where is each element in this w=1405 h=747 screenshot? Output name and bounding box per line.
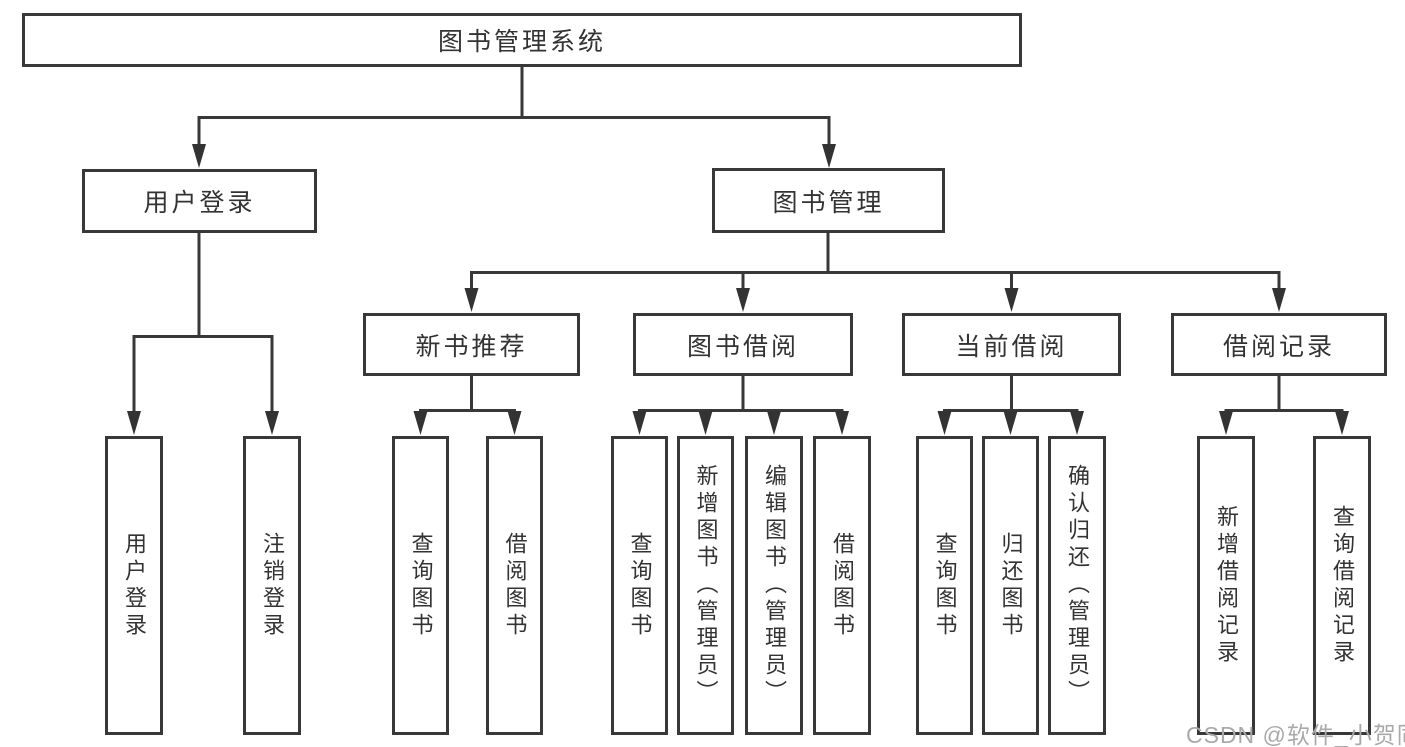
leaf-query-borrow-record: 查询借阅记录 [1313,436,1371,735]
arrow-down-icon [192,144,206,168]
node-label: 查询图书 [627,531,653,640]
connector-currentborrow-to-leaves [943,376,1079,414]
arrow-down-icon [937,411,952,435]
node-label: 借阅图书 [502,531,528,640]
connector-bookmgmt-to-level3 [470,233,1281,292]
leaf-edit-books-admin: 编辑图书（管理员） [745,436,803,735]
node-book-borrow: 图书借阅 [633,313,853,376]
leaf-user-login: 用户登录 [105,436,163,735]
node-label: 用户登录 [143,189,256,217]
arrow-down-icon [698,411,713,435]
arrow-down-icon [1219,411,1233,435]
arrow-down-icon [632,411,647,435]
node-label: 确认归还（管理员） [1065,464,1090,707]
arrow-down-icon [507,411,522,435]
arrow-down-icon [413,411,428,435]
leaf-query-books: 查询图书 [916,436,973,735]
arrow-down-icon [736,288,750,312]
node-label: 借阅记录 [1222,332,1335,361]
leaf-query-books: 查询图书 [611,436,668,735]
node-label: 图书管理 [772,188,885,217]
node-label: 图书管理系统 [437,28,606,56]
node-label: 注销登录 [260,531,285,640]
branch-user-login [132,335,274,338]
branch-new-book [419,409,516,412]
arrow-down-icon [835,411,849,435]
branch-root [197,116,831,119]
leaf-add-books-admin: 新增图书（管理员） [677,436,734,735]
leaf-return-books: 归还图书 [982,436,1039,735]
leaf-query-books: 查询图书 [392,436,449,735]
arrow-down-icon [464,288,479,312]
node-new-book-recommend: 新书推荐 [363,313,580,376]
arrowheads [127,144,1349,435]
node-label: 新增图书（管理员） [693,464,719,707]
leaf-logout: 注销登录 [243,436,301,735]
arrow-down-icon [127,411,141,435]
node-label: 查询借阅记录 [1330,504,1355,667]
leaf-confirm-return-admin: 确认归还（管理员） [1048,436,1106,735]
node-label: 当前借阅 [955,332,1068,361]
arrow-down-icon [1003,411,1018,435]
connector-bookborrow-to-leaves [638,376,844,414]
branch-book-management [470,271,1281,274]
node-label: 用户登录 [122,531,147,640]
leaf-borrow-books: 借阅图书 [813,436,871,735]
branch-book-borrow [638,409,844,412]
arrow-down-icon [265,411,279,435]
node-label: 查询图书 [932,531,958,640]
leaf-add-borrow-record: 新增借阅记录 [1197,436,1255,735]
node-current-borrow: 当前借阅 [902,313,1121,376]
arrow-down-icon [1070,411,1084,435]
node-user-login: 用户登录 [82,169,317,233]
node-label: 新增借阅记录 [1214,504,1239,667]
arrow-down-icon [767,411,781,435]
node-book-management: 图书管理 [712,168,945,233]
node-label: 借阅图书 [830,531,855,640]
connector-root-to-level2 [197,67,831,146]
node-label: 查询图书 [408,531,434,640]
node-label: 图书借阅 [686,332,799,361]
connector-records-to-leaves [1224,376,1344,414]
node-library-management-system: 图书管理系统 [22,13,1022,67]
node-label: 新书推荐 [415,332,528,361]
node-label: 归还图书 [998,531,1024,640]
arrow-down-icon [822,144,836,168]
csdn-watermark: CSDN @软件_小贺同学 [1186,722,1405,747]
node-borrow-records: 借阅记录 [1171,313,1387,376]
connector-userlogin-to-leaves [132,233,274,414]
arrow-down-icon [1272,288,1286,312]
node-label: 编辑图书（管理员） [762,464,787,707]
branch-borrow-records [1224,409,1344,412]
connector-newbook-to-leaves [419,376,516,414]
arrow-down-icon [1335,411,1349,435]
arrow-down-icon [1004,288,1019,312]
leaf-borrow-books: 借阅图书 [486,436,543,735]
